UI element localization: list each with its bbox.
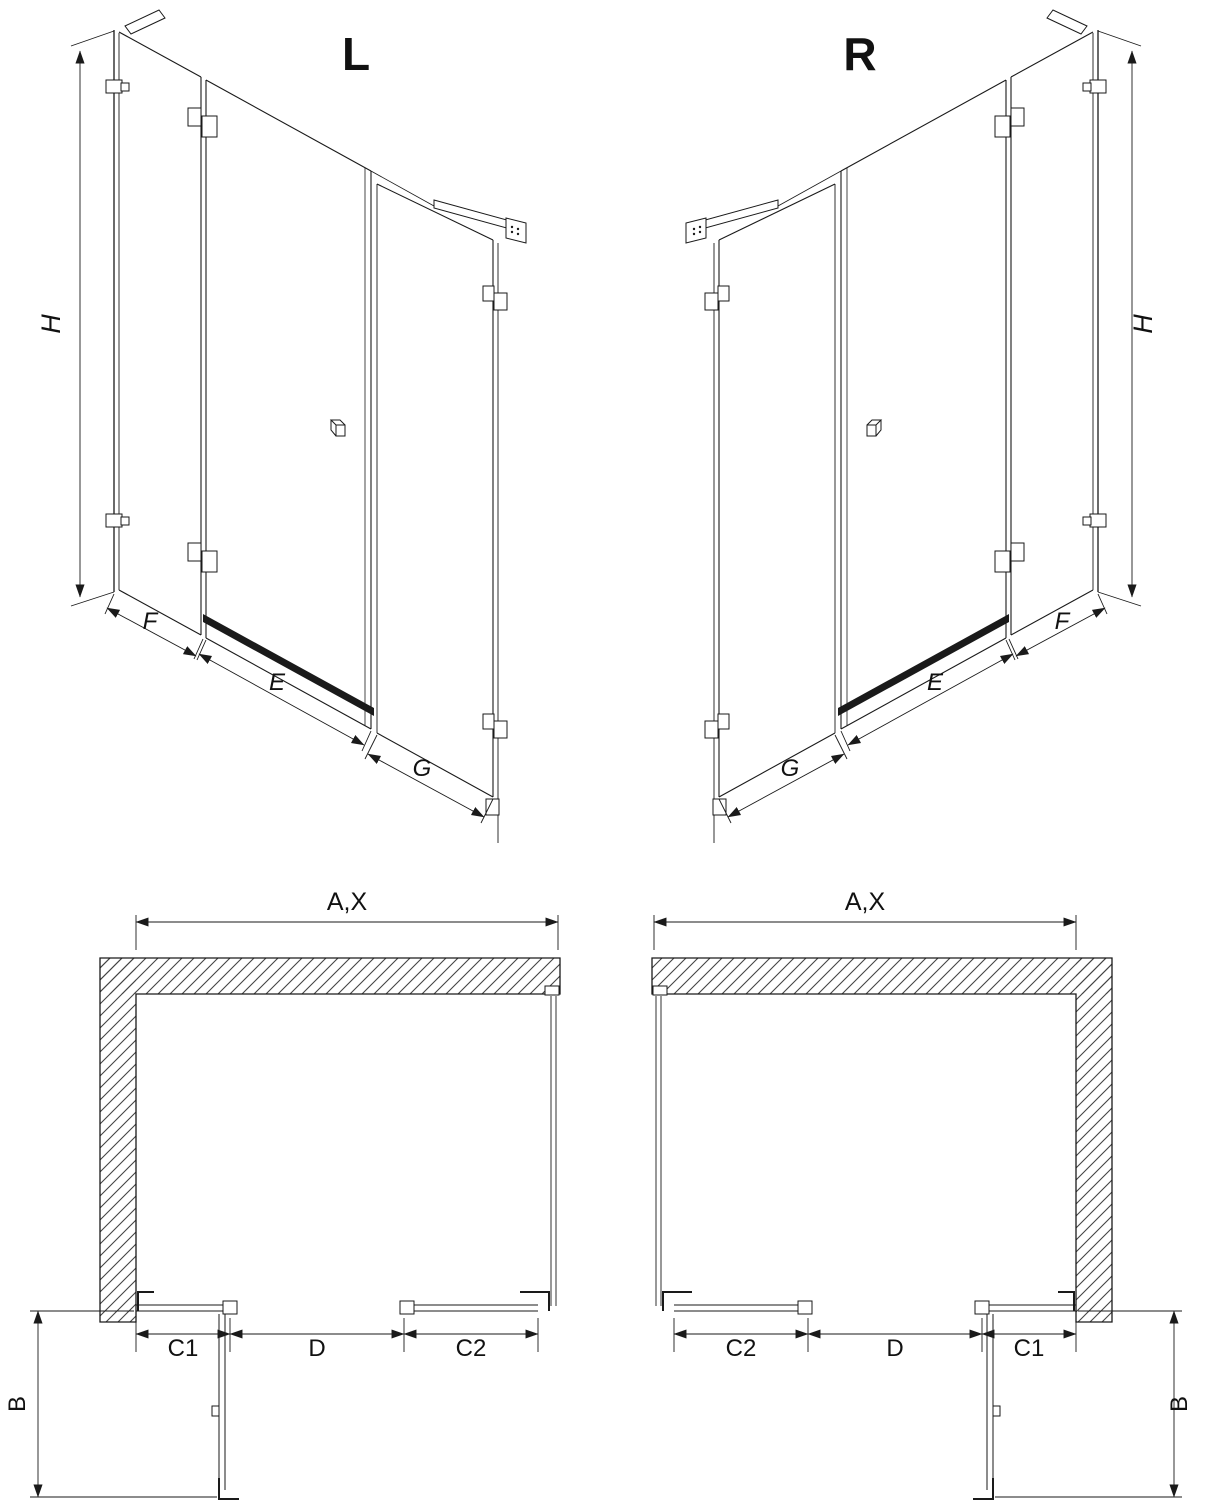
dim-label-d-left-plan: D xyxy=(308,1335,325,1362)
wall-hatch-right-plan-top xyxy=(652,958,1112,994)
dim-label-g-left: G xyxy=(413,755,432,782)
wall-hatch-right-plan-side xyxy=(1076,958,1112,1322)
dim-label-h-left: H xyxy=(36,314,66,334)
dim-label-h-right: H xyxy=(1128,314,1158,334)
dim-label-e-left: E xyxy=(269,669,286,696)
dim-label-ax-right-plan: A,X xyxy=(845,888,886,916)
dim-label-c2-left-plan: C2 xyxy=(456,1335,487,1362)
wall-hatch-left-plan-top xyxy=(100,958,560,994)
wall-hatch-left-plan-side xyxy=(100,958,136,1322)
dim-label-d-right-plan: D xyxy=(886,1335,903,1362)
dim-label-c1-left-plan: C1 xyxy=(168,1335,199,1362)
dim-label-c2-right-plan: C2 xyxy=(726,1335,757,1362)
dim-label-e-right: E xyxy=(927,669,944,696)
dim-label-b-left-plan: B xyxy=(4,1396,31,1412)
iso-right-drawing xyxy=(686,10,1141,843)
dim-label-ax-left-plan: A,X xyxy=(327,888,368,916)
view-title-left: L xyxy=(342,28,370,80)
view-title-right: R xyxy=(843,28,876,80)
dim-label-c1-right-plan: C1 xyxy=(1014,1335,1045,1362)
dim-label-g-right: G xyxy=(781,755,800,782)
dim-label-f-right: F xyxy=(1055,608,1071,635)
dim-label-f-left: F xyxy=(143,608,159,635)
dim-label-b-right-plan: B xyxy=(1166,1396,1193,1412)
iso-left-drawing xyxy=(71,10,526,843)
